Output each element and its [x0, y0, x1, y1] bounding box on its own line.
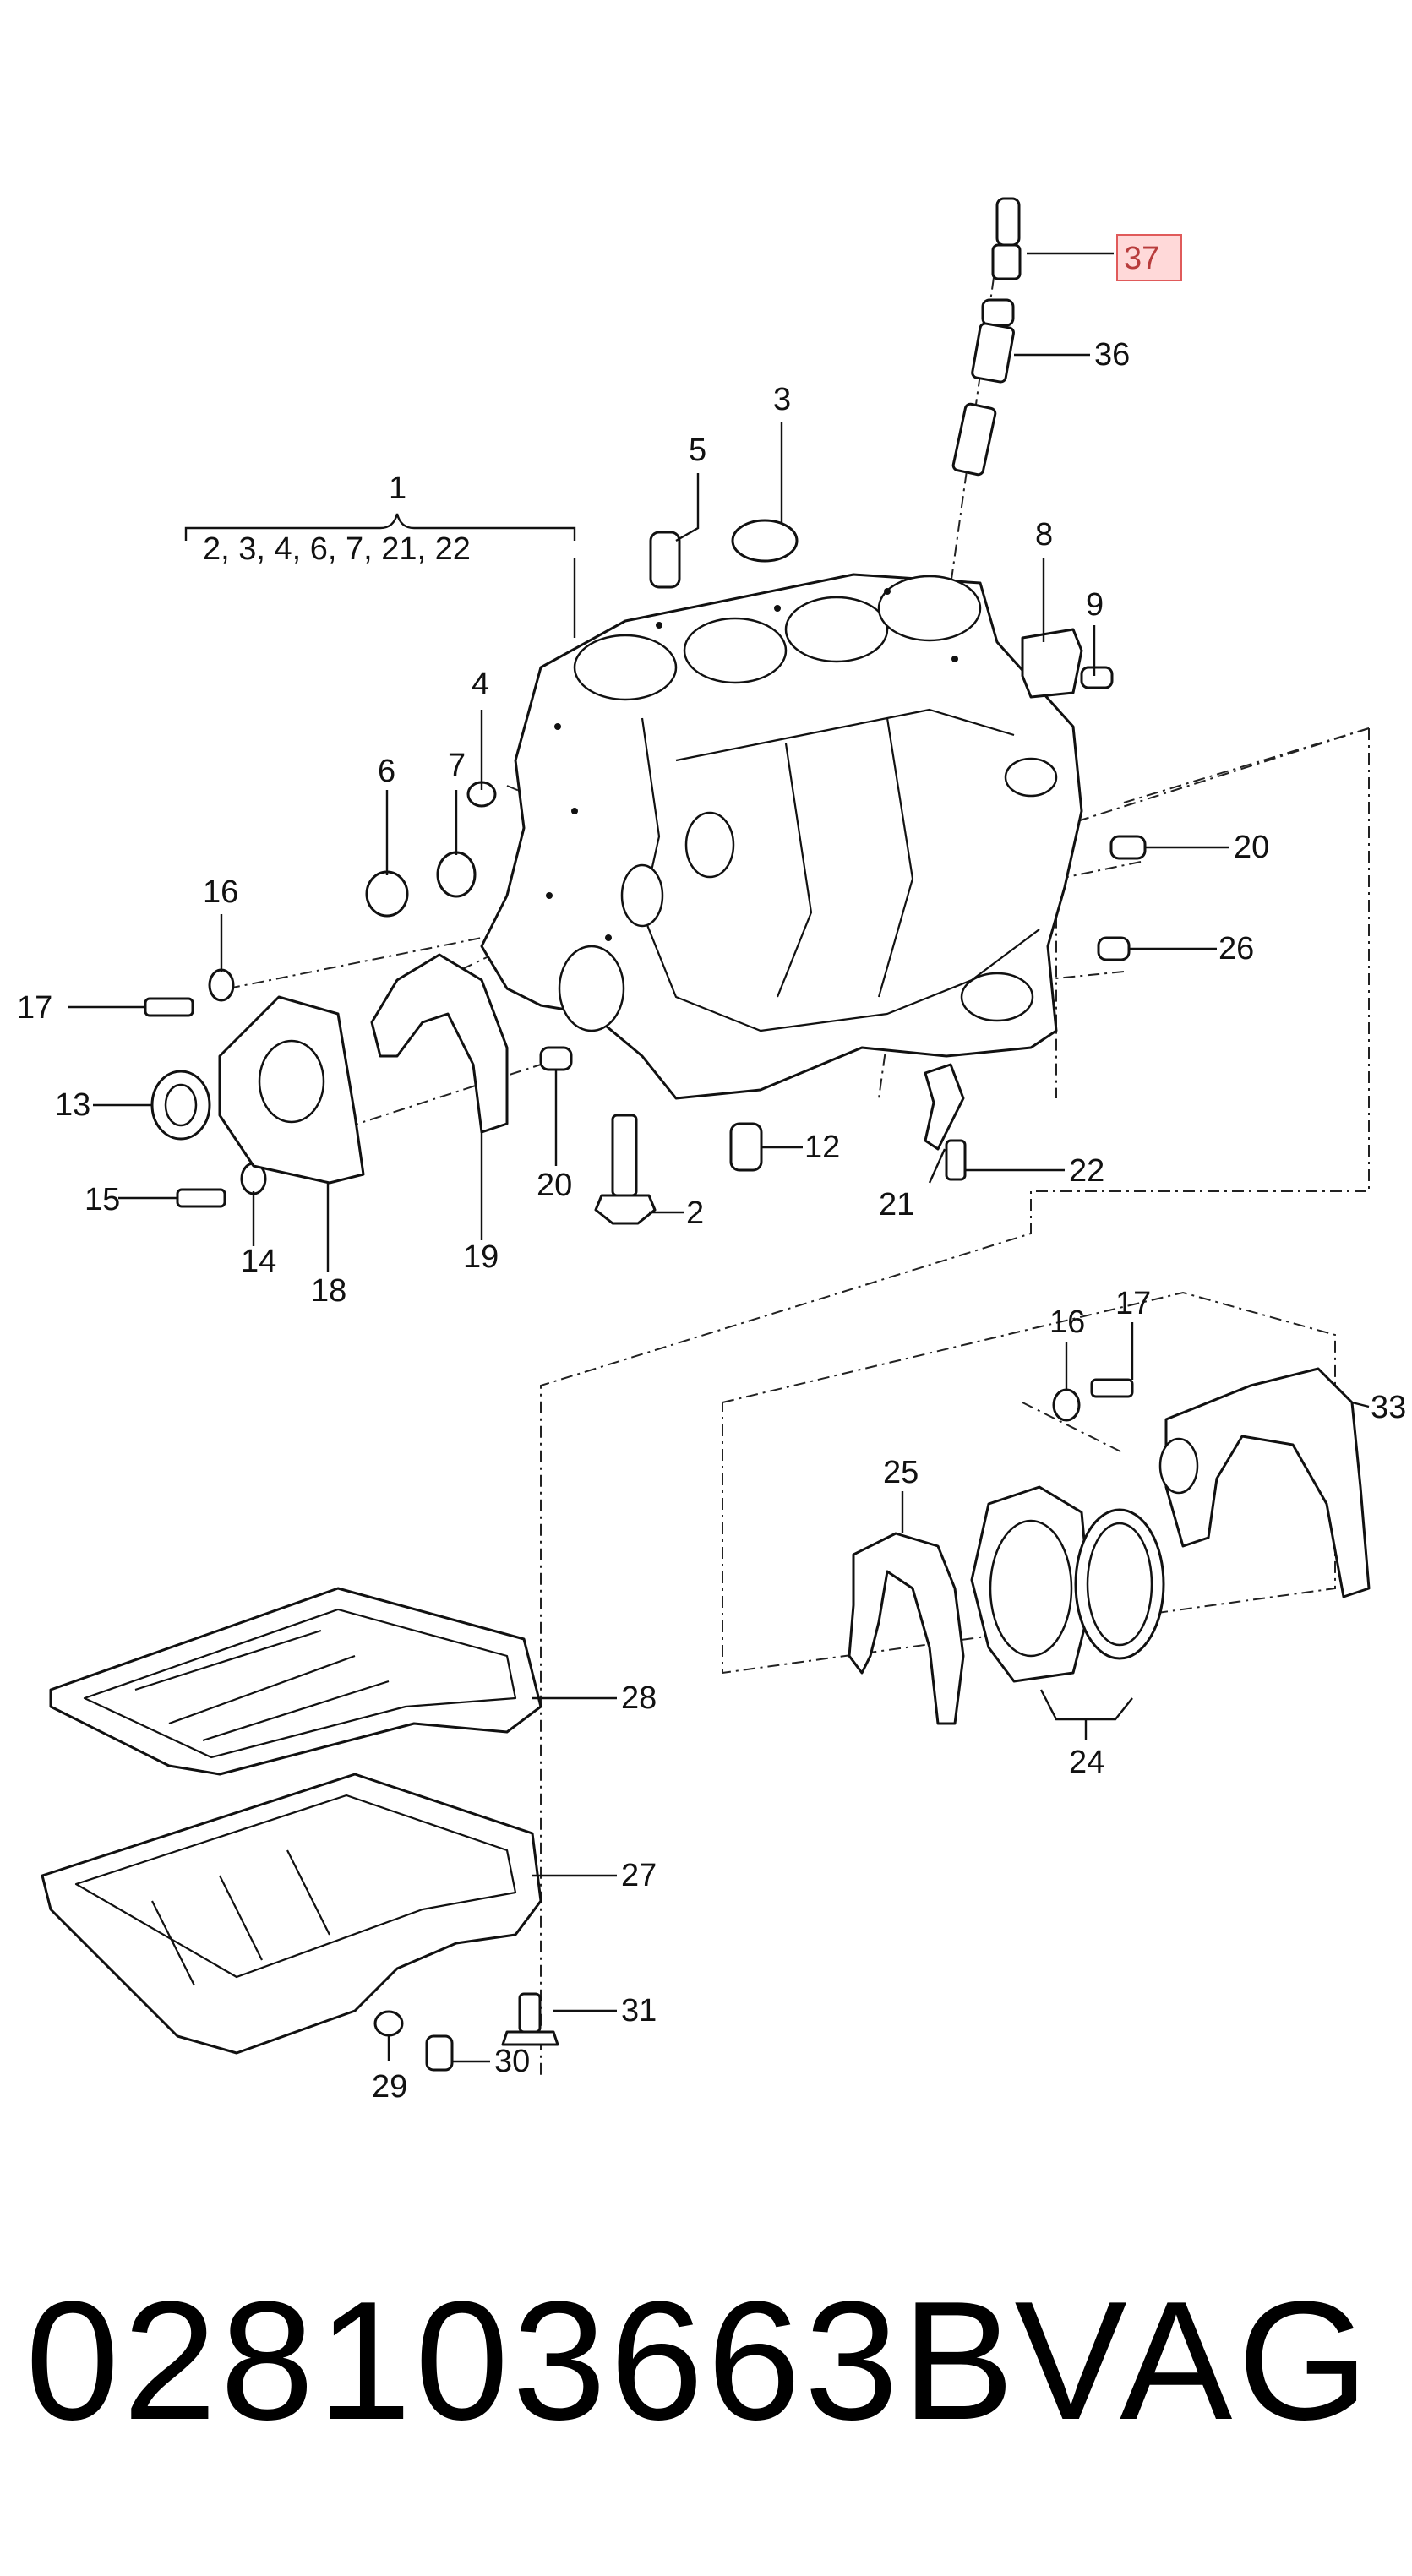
callout-29: 29: [372, 2069, 407, 2105]
callout-17-b: 17: [1115, 1286, 1151, 1321]
callout-22: 22: [1069, 1153, 1104, 1189]
bolt-part-15: [176, 1188, 226, 1208]
callout-36: 36: [1094, 337, 1130, 373]
small-parts: [144, 519, 1147, 1225]
front-cover: [218, 953, 509, 1185]
callout-2: 2: [686, 1195, 704, 1231]
callout-1-note: 2, 3, 4, 6, 7, 21, 22: [203, 531, 471, 567]
bush-part-8: [1021, 628, 1083, 699]
callout-16-b: 16: [1049, 1304, 1085, 1340]
group-bracket-1: [184, 513, 576, 541]
callout-12: 12: [804, 1130, 840, 1165]
oil-pan-gasket: [49, 1587, 542, 1776]
callout-33: 33: [1371, 1390, 1406, 1425]
pin-part-20a: [1109, 835, 1147, 860]
callout-1: 1: [389, 471, 406, 506]
callout-37: 37: [1124, 241, 1159, 276]
callout-13: 13: [55, 1087, 90, 1123]
callout-25: 25: [883, 1455, 919, 1490]
part-number: 028103663B: [25, 2267, 1018, 2455]
callout-24: 24: [1069, 1745, 1104, 1780]
plug-part-7: [436, 851, 477, 898]
rear-parts: [848, 1367, 1371, 1725]
cup-plug-part: [731, 519, 799, 563]
callout-31: 31: [621, 1993, 657, 2029]
callout-30: 30: [494, 2044, 530, 2079]
callout-20-b: 20: [537, 1168, 572, 1203]
callout-3: 3: [773, 382, 791, 417]
pin-part-20b: [539, 1046, 573, 1071]
washer-part-16: [208, 968, 235, 1002]
oil-pan: [41, 1773, 559, 2072]
engine-block: [480, 573, 1083, 1100]
callout-4: 4: [472, 667, 489, 702]
dowel-sleeve-part: [649, 531, 681, 589]
leader-lines: [68, 252, 1370, 2063]
dipstick-tube: [951, 197, 1022, 477]
bolt-part-2: [611, 1114, 638, 1197]
bolt-head-part-2: [594, 1194, 657, 1225]
plug-part-6: [365, 870, 409, 918]
oil-jet-part-21: [924, 1063, 965, 1151]
callout-7: 7: [448, 748, 466, 783]
callout-19: 19: [463, 1239, 499, 1275]
callout-18: 18: [311, 1273, 346, 1309]
callout-21: 21: [879, 1187, 914, 1223]
pin-part-26: [1097, 936, 1131, 961]
bolt-part-17: [144, 997, 194, 1017]
callout-20-a: 20: [1234, 830, 1269, 865]
callout-26: 26: [1218, 931, 1254, 967]
brand-name: VAG: [1014, 2267, 1374, 2455]
callout-labels: 37 36 3 5 1 2, 3, 4, 6, 7, 21, 22 8 9 4 …: [17, 234, 1406, 2105]
callout-9: 9: [1086, 587, 1104, 623]
callout-17-a: 17: [17, 990, 52, 1026]
plug-part-12: [729, 1122, 763, 1172]
highlight-box-37: [1116, 234, 1182, 281]
pin-part-9: [1080, 666, 1114, 689]
callout-8: 8: [1035, 517, 1053, 553]
callout-28: 28: [621, 1680, 657, 1716]
callout-16-a: 16: [203, 874, 238, 910]
callout-14: 14: [241, 1244, 276, 1279]
callout-27: 27: [621, 1858, 657, 1893]
callout-6: 6: [378, 754, 395, 789]
callout-15: 15: [85, 1182, 120, 1217]
callout-5: 5: [689, 433, 706, 468]
bolt-part-22: [945, 1139, 967, 1181]
